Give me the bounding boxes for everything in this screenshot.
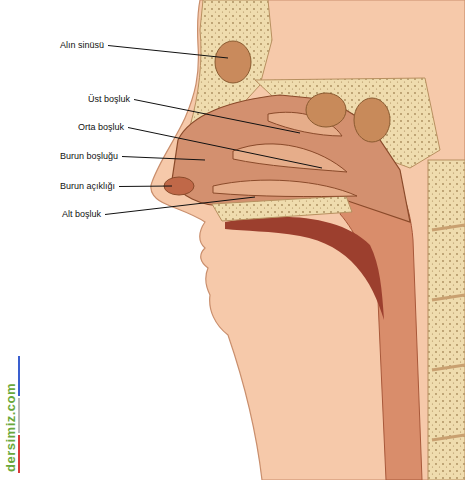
sphenoid-sinus [354, 98, 390, 142]
middle-turbinate [233, 144, 347, 172]
part-label: Alt boşluk [62, 209, 101, 220]
part-label: Burun boşluğu [60, 151, 118, 162]
part-label: Burun açıklığı [60, 181, 115, 192]
watermark: dersimiz.com [3, 383, 18, 472]
watermark-bar [18, 356, 20, 396]
leader-line [128, 128, 322, 169]
leader-line [122, 157, 205, 161]
sphenoid-sinus [306, 93, 346, 127]
watermark-bar [18, 398, 20, 433]
leader-line [119, 186, 172, 188]
leader-line [134, 100, 300, 134]
spine-bone [428, 160, 465, 480]
leader-line [105, 197, 255, 215]
part-label: Üst boşluk [88, 94, 130, 105]
part-label: Orta boşluk [78, 122, 124, 133]
watermark-bar [18, 435, 20, 473]
head-skin [151, 0, 465, 480]
lower-turbinate [213, 180, 357, 196]
spine-disc [432, 225, 465, 440]
frontal-sinus [215, 41, 251, 83]
part-label: Alın sinüsü [60, 40, 104, 51]
leader-line [108, 46, 228, 59]
oral-cavity [225, 217, 384, 320]
